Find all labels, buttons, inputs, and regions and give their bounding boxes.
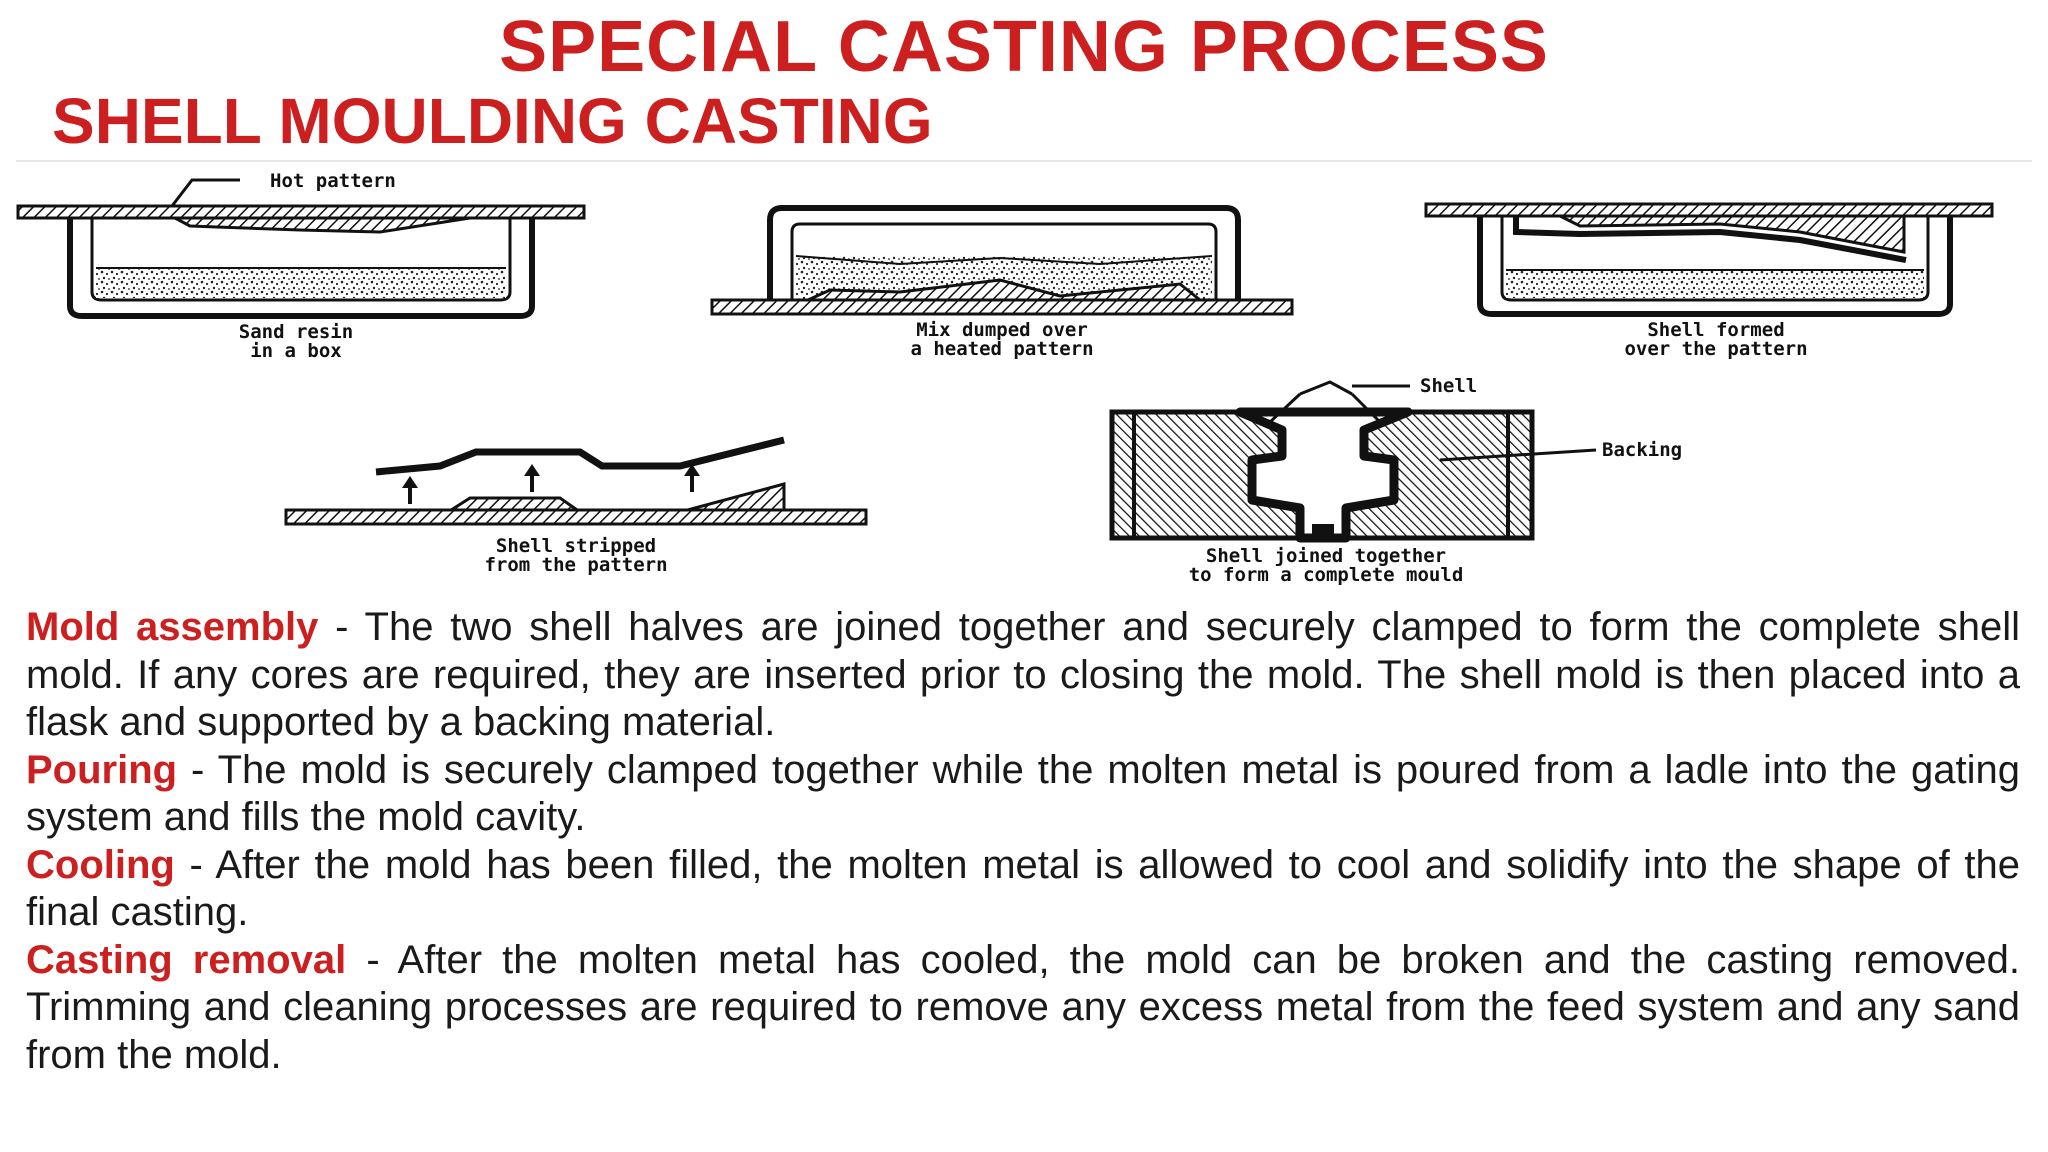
step5-caption-line1: Shell joined together: [1206, 545, 1446, 567]
step-term: Pouring: [26, 747, 178, 792]
step-mold-assembly: Mold assembly - The two shell halves are…: [26, 604, 2020, 747]
shell-moulding-diagram: Hot pattern Sand resin in a box Mix dump…: [0, 160, 2048, 600]
step-pouring: Pouring - The mold is securely clamped t…: [26, 747, 2020, 842]
backing-callout-label: Backing: [1602, 439, 1682, 461]
step4-shell-stripped: Shell stripped from the pattern: [284, 436, 868, 576]
hot-pattern-label: Hot pattern: [270, 170, 396, 192]
page-title: SPECIAL CASTING PROCESS: [499, 7, 1549, 87]
step5-caption-line2: to form a complete mould: [1189, 564, 1464, 586]
step4-caption-line1: Shell stripped: [496, 535, 656, 557]
step2-caption-line2: a heated pattern: [910, 338, 1093, 360]
divider: [16, 160, 2032, 162]
step-term: Cooling: [26, 842, 175, 887]
process-description: Mold assembly - The two shell halves are…: [26, 604, 2020, 1079]
step4-caption-line2: from the pattern: [484, 554, 667, 576]
step-text: - After the molten metal has cooled, the…: [26, 937, 2020, 1077]
step3-caption-line1: Shell formed: [1647, 319, 1784, 341]
arrow-up-icon: [684, 464, 700, 492]
step5-shell-joined: Shell Backing Shell joined together to f…: [1109, 375, 1682, 586]
step-text: - The two shell halves are joined togeth…: [26, 605, 2020, 744]
step-term: Casting removal: [26, 937, 347, 982]
arrow-up-icon: [402, 476, 418, 504]
step-text: - The mold is securely clamped together …: [26, 747, 2020, 840]
step1-caption-line2: in a box: [250, 340, 342, 362]
arrow-up-icon: [524, 464, 540, 492]
shell-callout-label: Shell: [1420, 375, 1477, 397]
step-term: Mold assembly: [26, 605, 319, 649]
step3-shell-formed: Shell formed over the pattern: [1424, 202, 1994, 360]
step1-sand-resin-box: Hot pattern Sand resin in a box: [16, 170, 586, 362]
page-subtitle: SHELL MOULDING CASTING: [52, 85, 933, 157]
step-text: - After the mold has been filled, the mo…: [26, 842, 2020, 935]
step2-mix-dumped: Mix dumped over a heated pattern: [710, 205, 1294, 360]
step-cooling: Cooling - After the mold has been filled…: [26, 842, 2020, 937]
step1-caption-line1: Sand resin: [239, 321, 353, 343]
step2-caption-line1: Mix dumped over: [916, 319, 1088, 341]
step3-caption-line2: over the pattern: [1624, 338, 1807, 360]
step-casting-removal: Casting removal - After the molten metal…: [26, 937, 2020, 1080]
